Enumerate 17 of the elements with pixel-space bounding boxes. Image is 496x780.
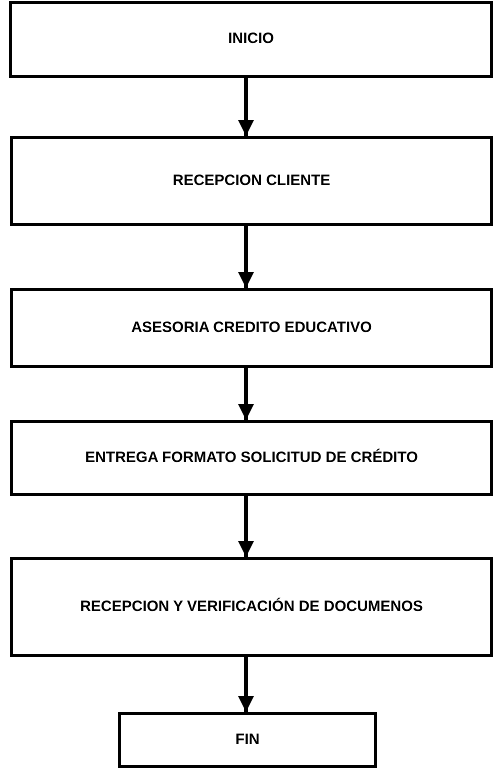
process-box — [10, 557, 493, 657]
box-label: RECEPCION Y VERIFICACIÓN DE DOCUMENOS — [79, 596, 424, 617]
arrow — [238, 368, 254, 420]
box-label: ENTREGA FORMATO SOLICITUD DE CRÉDITO — [84, 448, 419, 468]
arrow — [238, 78, 254, 136]
box-label: FIN — [234, 730, 261, 750]
process-box — [9, 1, 493, 78]
box-label: INICIO — [227, 29, 275, 50]
arrow — [238, 496, 254, 557]
process-box — [10, 288, 493, 368]
process-box — [10, 136, 493, 226]
box-label: ASESORIA CREDITO EDUCATIVO — [130, 318, 373, 338]
box-label: RECEPCION CLIENTE — [172, 170, 332, 191]
arrow — [238, 226, 254, 288]
process-box — [118, 712, 377, 768]
arrow — [238, 657, 254, 712]
process-box — [10, 420, 493, 496]
